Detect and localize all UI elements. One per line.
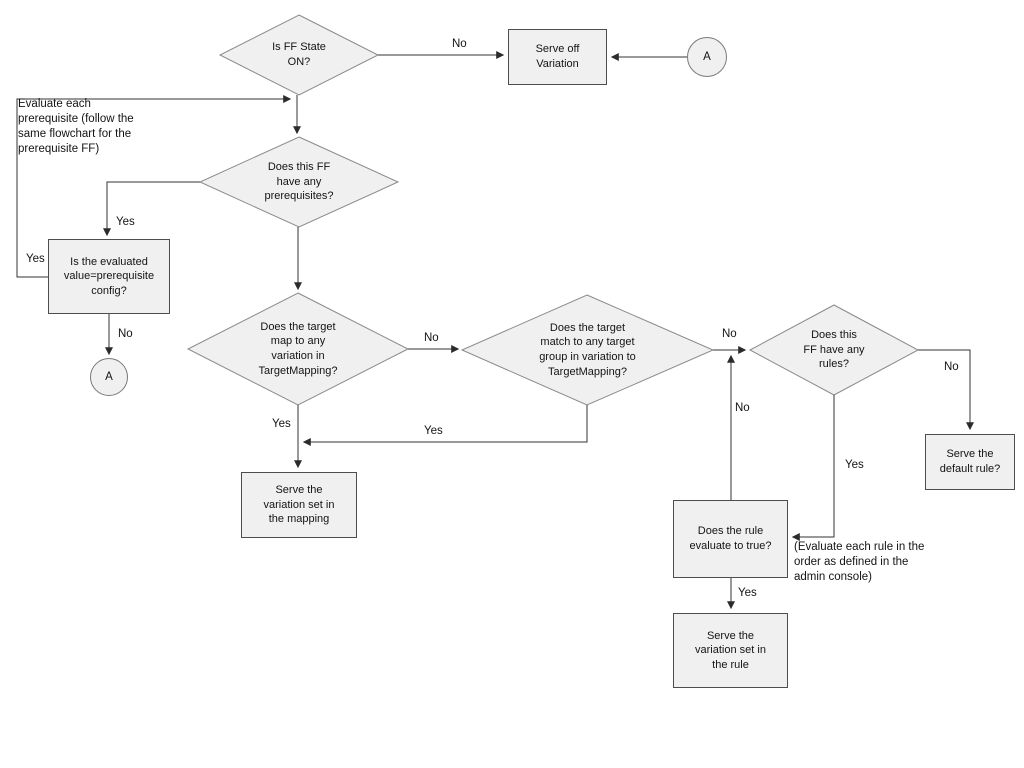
edge-target-group-yes-loop	[302, 405, 588, 446]
process-rule-evaluates-true: Does the rule evaluate to true?	[673, 500, 788, 578]
decision-target-mapping-shape	[186, 292, 410, 406]
decision-has-rules-shape	[748, 304, 920, 396]
edge-label-eval-no: No	[118, 328, 133, 340]
edge-label-mapping-yes: Yes	[272, 418, 291, 430]
edge-label-group-no: No	[722, 328, 737, 340]
edge-label-mapping-no: No	[424, 332, 439, 344]
annotation-prerequisite-note: Evaluate each prerequisite (follow the s…	[18, 98, 134, 155]
process-serve-off-variation: Serve off Variation	[508, 29, 607, 85]
process-evaluated-value: Is the evaluated value=prerequisite conf…	[48, 239, 170, 314]
decision-ff-state-on-shape	[218, 14, 380, 96]
process-serve-variation-mapping: Serve the variation set in the mapping	[241, 472, 357, 538]
edge-label-rule-true-yes: Yes	[738, 587, 757, 599]
edge-prerequisites-yes-to-eval	[103, 181, 200, 237]
edge-label-ff-state-no: No	[452, 38, 467, 50]
edge-eval-yes-loop	[16, 95, 292, 278]
edge-label-prereq-yes: Yes	[116, 216, 135, 228]
offpage-connector-a-top: A	[687, 37, 727, 77]
edge-label-group-yes: Yes	[424, 425, 443, 437]
edge-has-rules-no-to-default-rule	[918, 349, 974, 431]
edge-label-rules-no: No	[944, 361, 959, 373]
decision-target-group-shape	[460, 294, 715, 406]
edge-has-rules-yes-to-rule-eval	[791, 395, 835, 541]
edge-label-eval-loop-yes: Yes	[26, 253, 45, 265]
edge-label-rules-yes: Yes	[845, 459, 864, 471]
edge-label-rule-loop-no: No	[735, 402, 750, 414]
annotation-rule-order-note: (Evaluate each rule in the order as defi…	[794, 541, 925, 583]
process-serve-default-rule: Serve the default rule?	[925, 434, 1015, 490]
decision-has-prerequisites-shape	[198, 136, 400, 228]
process-serve-variation-rule: Serve the variation set in the rule	[673, 613, 788, 688]
offpage-connector-a-bottom: A	[90, 358, 128, 396]
